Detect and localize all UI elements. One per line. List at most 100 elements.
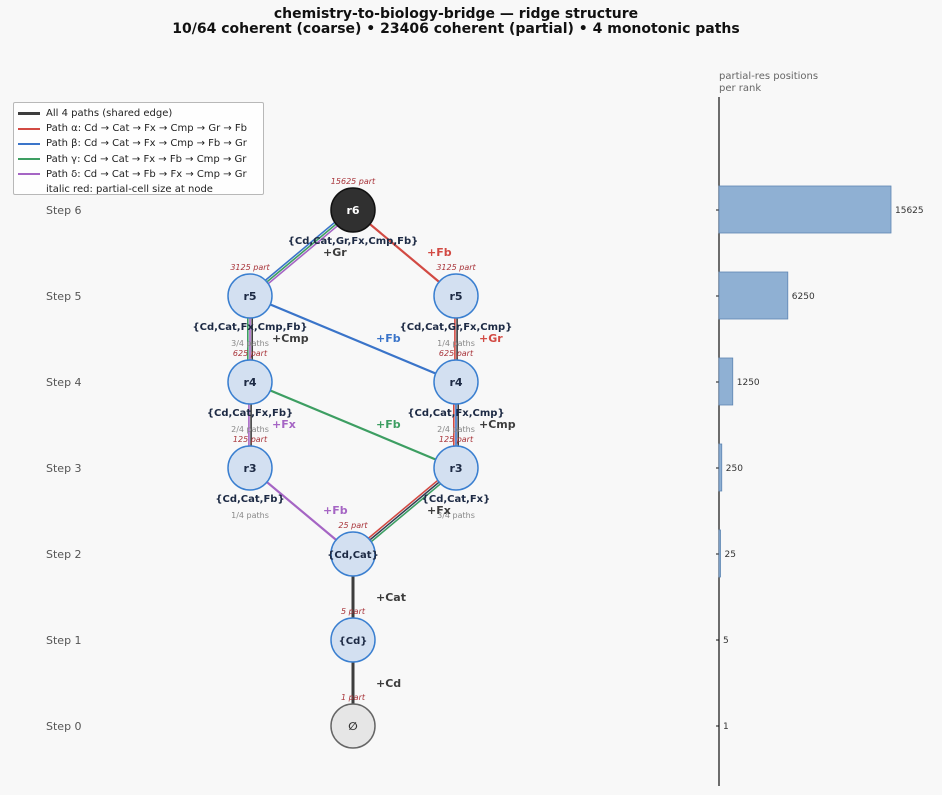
node-label: r5 (243, 290, 256, 303)
edge-label: +Cat (376, 591, 406, 604)
node-set: {Cd,Cat,Fx} (422, 494, 490, 505)
legend-item-shared: All 4 paths (shared edge) (14, 106, 263, 121)
path-count: 3/4 paths (231, 339, 269, 348)
edge-gamma (248, 380, 458, 470)
node-label: r4 (243, 376, 256, 389)
partial-count: 625 part (439, 349, 474, 358)
legend-swatch (18, 158, 40, 161)
edge-label: +Fb (323, 504, 348, 517)
bar-chart-title: partial-res positions (719, 71, 818, 82)
figure-title: chemistry-to-biology-bridge — ridge stru… (273, 6, 639, 22)
partial-count: 125 part (439, 435, 474, 444)
node-label: ∅ (348, 720, 357, 733)
bar (718, 443, 723, 492)
node-set: {Cd,Cat,Gr,Fx,Cmp} (400, 322, 513, 333)
node-label: r4 (449, 376, 462, 389)
node-label: r5 (449, 290, 462, 303)
legend-item-beta: Path β: Cd → Cat → Fx → Cmp → Fb → Gr (14, 136, 263, 151)
node-r3b (433, 445, 479, 491)
step-label: Step 2 (46, 548, 82, 561)
edge-beta (248, 294, 458, 384)
label-layer: Step 6 Step 5 Step 4 Step 3 Step 2 Step 1 Step… (46, 204, 516, 733)
path-count: 1/4 paths (437, 339, 475, 348)
step-label: Step 1 (46, 634, 82, 647)
legend-item-delta: Path δ: Cd → Cat → Fb → Fx → Cmp → Gr (14, 167, 263, 182)
node-label: r3 (243, 462, 256, 475)
partial-count: 625 part (233, 349, 268, 358)
legend-label: Path α: Cd → Cat → Fx → Cmp → Gr → Fb (46, 123, 248, 135)
edge-label: +Cd (376, 677, 401, 690)
edge-label: +Fx (427, 504, 451, 517)
node-set: {Cd,Cat,Gr,Fx,Cmp,Fb} (288, 236, 418, 247)
bar (718, 271, 789, 320)
path-count: 2/4 paths (437, 425, 475, 434)
edge-label: +Fb (376, 332, 401, 345)
node-set: {Cd,Cat,Fx,Cmp,Fb} (193, 322, 308, 333)
bar-value-label: 25 (725, 550, 736, 560)
step-label: Step 3 (46, 462, 82, 475)
node-label: r3 (449, 462, 462, 475)
partial-count: 3125 part (230, 263, 270, 272)
partial-count: 1 part (341, 693, 366, 702)
path-count: 2/4 paths (231, 425, 269, 434)
legend-item-alpha: Path α: Cd → Cat → Fx → Cmp → Gr → Fb (14, 121, 263, 136)
legend-label: Path δ: Cd → Cat → Fb → Fx → Cmp → Gr (46, 168, 247, 180)
edge-label: +Fb (427, 246, 452, 259)
node-r5a (227, 273, 273, 319)
edge-label: +Gr (479, 332, 503, 345)
path-count: 1/4 paths (231, 511, 269, 520)
edge-label: +Gr (323, 246, 347, 259)
legend: All 4 paths (shared edge) Path α: Cd → C… (13, 102, 264, 195)
bar-value-label: 15625 (895, 206, 924, 216)
partial-count: 125 part (233, 435, 268, 444)
bar-value-label: 6250 (792, 292, 815, 302)
path-count: 3/4 paths (437, 511, 475, 520)
node-label: {Cd} (339, 636, 368, 647)
bar-value-label: 5 (723, 636, 729, 646)
step-label: Step 4 (46, 376, 82, 389)
legend-label: Path γ: Cd → Cat → Fx → Fb → Cmp → Gr (46, 153, 247, 165)
node-set: {Cd,Cat,Fx,Cmp} (407, 408, 504, 419)
legend-label: All 4 paths (shared edge) (46, 108, 173, 120)
node-set: {Cd,Cat,Fx,Fb} (207, 408, 293, 419)
partial-count: 3125 part (436, 263, 476, 272)
node-r6 (330, 187, 376, 233)
node-label: r6 (346, 204, 359, 217)
bar-value-label: 250 (726, 464, 743, 474)
legend-note-text: italic red: partial-cell size at node (46, 184, 213, 196)
edge-label: +Fb (376, 418, 401, 431)
step-label: Step 5 (46, 290, 82, 303)
edge-label: +Cmp (479, 418, 516, 431)
figure-subtitle: 10/64 coherent (coarse) • 23406 coherent… (172, 21, 740, 37)
partial-count: 25 part (338, 521, 368, 530)
legend-swatch (18, 173, 40, 176)
node-r5b (433, 273, 479, 319)
bar (718, 185, 892, 234)
node-set: {Cd,Cat,Fb} (215, 494, 284, 505)
step-label: Step 0 (46, 720, 82, 733)
bar-value-label: 1250 (737, 378, 760, 388)
legend-swatch (18, 142, 40, 145)
edge-label: +Cmp (272, 332, 309, 345)
node-cdcat (330, 531, 376, 577)
legend-swatch (18, 127, 40, 130)
edge-label: +Fx (272, 418, 296, 431)
node-r4a (227, 359, 273, 405)
legend-note: italic red: partial-cell size at node (14, 182, 263, 197)
node-empty (330, 703, 376, 749)
node-cd (330, 617, 376, 663)
legend-item-gamma: Path γ: Cd → Cat → Fx → Fb → Cmp → Gr (14, 152, 263, 167)
step-label: Step 6 (46, 204, 82, 217)
partial-count: 5 part (341, 607, 366, 616)
node-r3a (227, 445, 273, 491)
legend-label: Path β: Cd → Cat → Fx → Cmp → Fb → Gr (46, 138, 247, 150)
bar-value-label: 1 (723, 722, 729, 732)
bar (718, 529, 721, 578)
legend-swatch (18, 112, 40, 116)
node-r4b (433, 359, 479, 405)
node-label: {Cd,Cat} (327, 550, 378, 561)
bar-chart-title: per rank (719, 83, 761, 94)
